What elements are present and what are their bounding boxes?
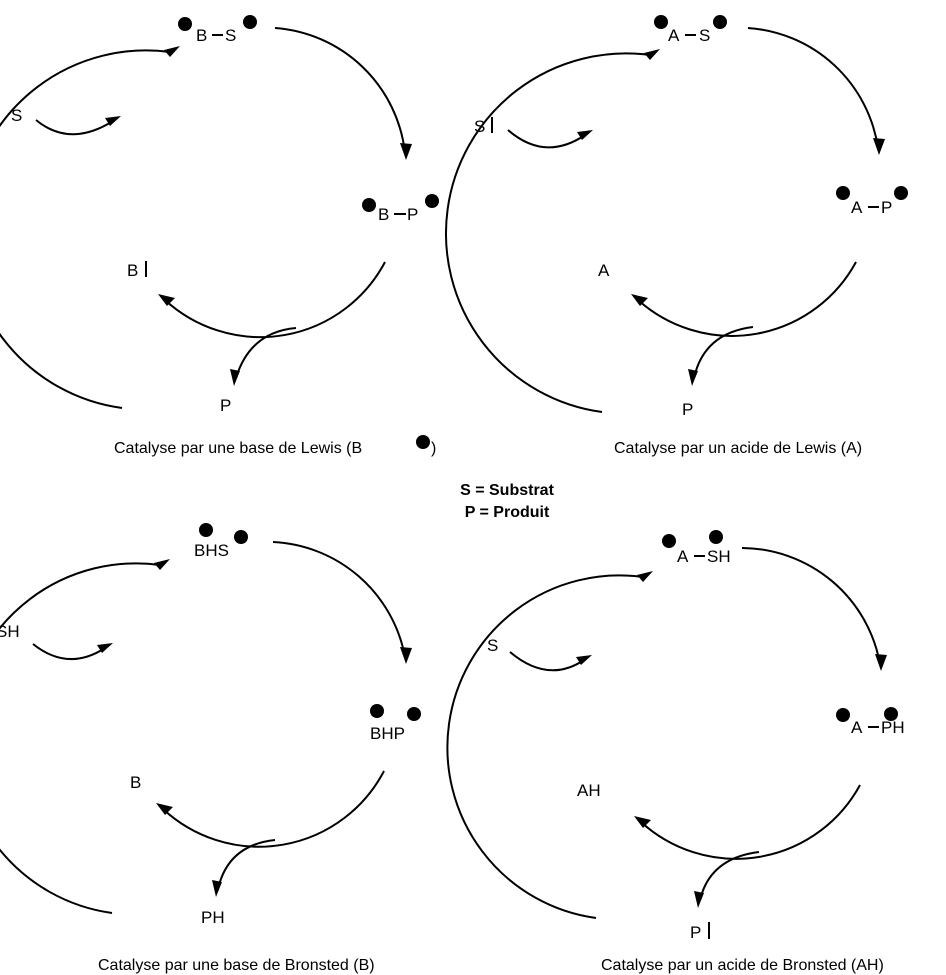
substrate-label: S: [11, 106, 22, 125]
minus-charge-icon: [416, 435, 430, 449]
substrate-entry-arrow: [509, 651, 585, 672]
cycle-arc-left: [0, 562, 161, 914]
cycle-arc-top-right: [747, 27, 879, 149]
cycle-arc-left: [446, 574, 644, 919]
arrowhead-icon: [164, 46, 180, 57]
substrate-entry-arrow: [35, 119, 114, 136]
catalyst-label: A: [598, 261, 610, 280]
substrate-label: SH: [0, 622, 20, 641]
complex-top-substrate: SH: [707, 547, 731, 566]
arrowhead-icon: [577, 130, 593, 140]
arrowhead-icon: [875, 654, 887, 671]
cycle-arc-top-right: [741, 547, 881, 665]
plus-charge-icon: [178, 17, 192, 31]
complex-right-catalyst: B: [378, 205, 389, 224]
arrowhead-icon: [156, 803, 173, 815]
cycle-arc-bottom: [637, 261, 857, 337]
minus-charge-icon: [243, 15, 257, 29]
plus-charge-icon: [709, 530, 723, 544]
caption-lewis-base: Catalyse par une base de Lewis (B: [114, 440, 362, 457]
catalyst-label: B: [127, 261, 138, 280]
cycle-bronsted-acid: A SH A PH AH S P Catalyse par un acide d…: [446, 530, 905, 974]
legend-substrate: S = Substrat: [460, 482, 554, 499]
product-label: P: [220, 396, 231, 415]
complex-top-catalyst: A: [677, 547, 689, 566]
product-exit-arrow: [693, 326, 754, 379]
plus-charge-icon: [894, 186, 908, 200]
arrowhead-icon: [400, 143, 412, 160]
product-exit-arrow: [235, 327, 297, 379]
minus-charge-icon: [234, 530, 248, 544]
cycle-lewis-base: B S B P B S P Catalyse par une base de L…: [0, 15, 439, 457]
minus-charge-icon: [836, 186, 850, 200]
plus-charge-icon: [884, 707, 898, 721]
substrate-entry-arrow: [507, 129, 586, 149]
catalyst-label: B: [130, 773, 141, 792]
product-exit-arrow: [699, 851, 760, 901]
arrowhead-icon: [637, 571, 653, 582]
complex-top-catalyst: B: [196, 26, 207, 45]
arrowhead-icon: [694, 891, 704, 908]
complex-right-catalyst: A: [851, 198, 863, 217]
cycle-arc-left: [444, 52, 651, 413]
complex-top-label: BHS: [194, 541, 229, 560]
plus-charge-icon: [199, 523, 213, 537]
arrowhead-icon: [688, 369, 698, 386]
product-label: PH: [201, 908, 225, 927]
cycle-arc-bottom: [164, 261, 386, 339]
plus-charge-icon: [362, 198, 376, 212]
complex-top-substrate: S: [699, 26, 710, 45]
substrate-entry-arrow: [32, 643, 106, 660]
caption-bronsted-acid: Catalyse par un acide de Bronsted (AH): [601, 957, 884, 974]
complex-right-product: P: [407, 205, 418, 224]
minus-charge-icon: [662, 534, 676, 548]
cycle-bronsted-base: BHS BHP B SH PH Catalyse par une base de…: [0, 523, 421, 974]
product-label: P: [690, 923, 701, 942]
complex-top-catalyst: A: [668, 26, 680, 45]
arrowhead-icon: [400, 647, 412, 664]
arrowhead-icon: [97, 643, 113, 653]
complex-top-substrate: S: [225, 26, 236, 45]
minus-charge-icon: [407, 707, 421, 721]
substrate-label: S: [487, 636, 498, 655]
minus-charge-icon: [425, 194, 439, 208]
minus-charge-icon: [836, 708, 850, 722]
legend-product: P = Produit: [465, 504, 550, 521]
product-exit-arrow: [217, 839, 276, 890]
complex-right-product: P: [881, 198, 892, 217]
arrowhead-icon: [158, 294, 175, 306]
cycle-arc-bottom: [162, 770, 385, 848]
product-label: P: [682, 400, 693, 419]
plus-charge-icon: [713, 15, 727, 29]
arrowhead-icon: [154, 559, 170, 570]
caption-lewis-acid: Catalyse par un acide de Lewis (A): [614, 440, 862, 457]
arrowhead-icon: [644, 49, 660, 60]
arrowhead-icon: [230, 369, 240, 386]
complex-right-product: PH: [881, 718, 905, 737]
caption-closing-paren: ): [431, 440, 436, 457]
minus-charge-icon: [654, 15, 668, 29]
caption-bronsted-base: Catalyse par une base de Bronsted (B): [98, 957, 375, 974]
cycle-arc-bottom: [640, 784, 861, 860]
arrowhead-icon: [873, 138, 885, 155]
cycle-lewis-acid: A S A P A S P Catalyse par un acide de L…: [444, 15, 908, 457]
arrowhead-icon: [576, 655, 592, 665]
cycle-arc-left: [0, 49, 171, 409]
arrowhead-icon: [634, 816, 651, 828]
substrate-label: S: [474, 117, 485, 136]
catalyst-label: AH: [577, 781, 601, 800]
complex-right-label: BHP: [370, 724, 405, 743]
cycle-arc-top-right: [272, 541, 406, 658]
plus-charge-icon: [370, 704, 384, 718]
cycle-arc-top-right: [274, 27, 406, 154]
arrowhead-icon: [105, 116, 121, 126]
arrowhead-icon: [212, 880, 222, 897]
arrowhead-icon: [631, 294, 648, 306]
complex-right-catalyst: A: [851, 718, 863, 737]
